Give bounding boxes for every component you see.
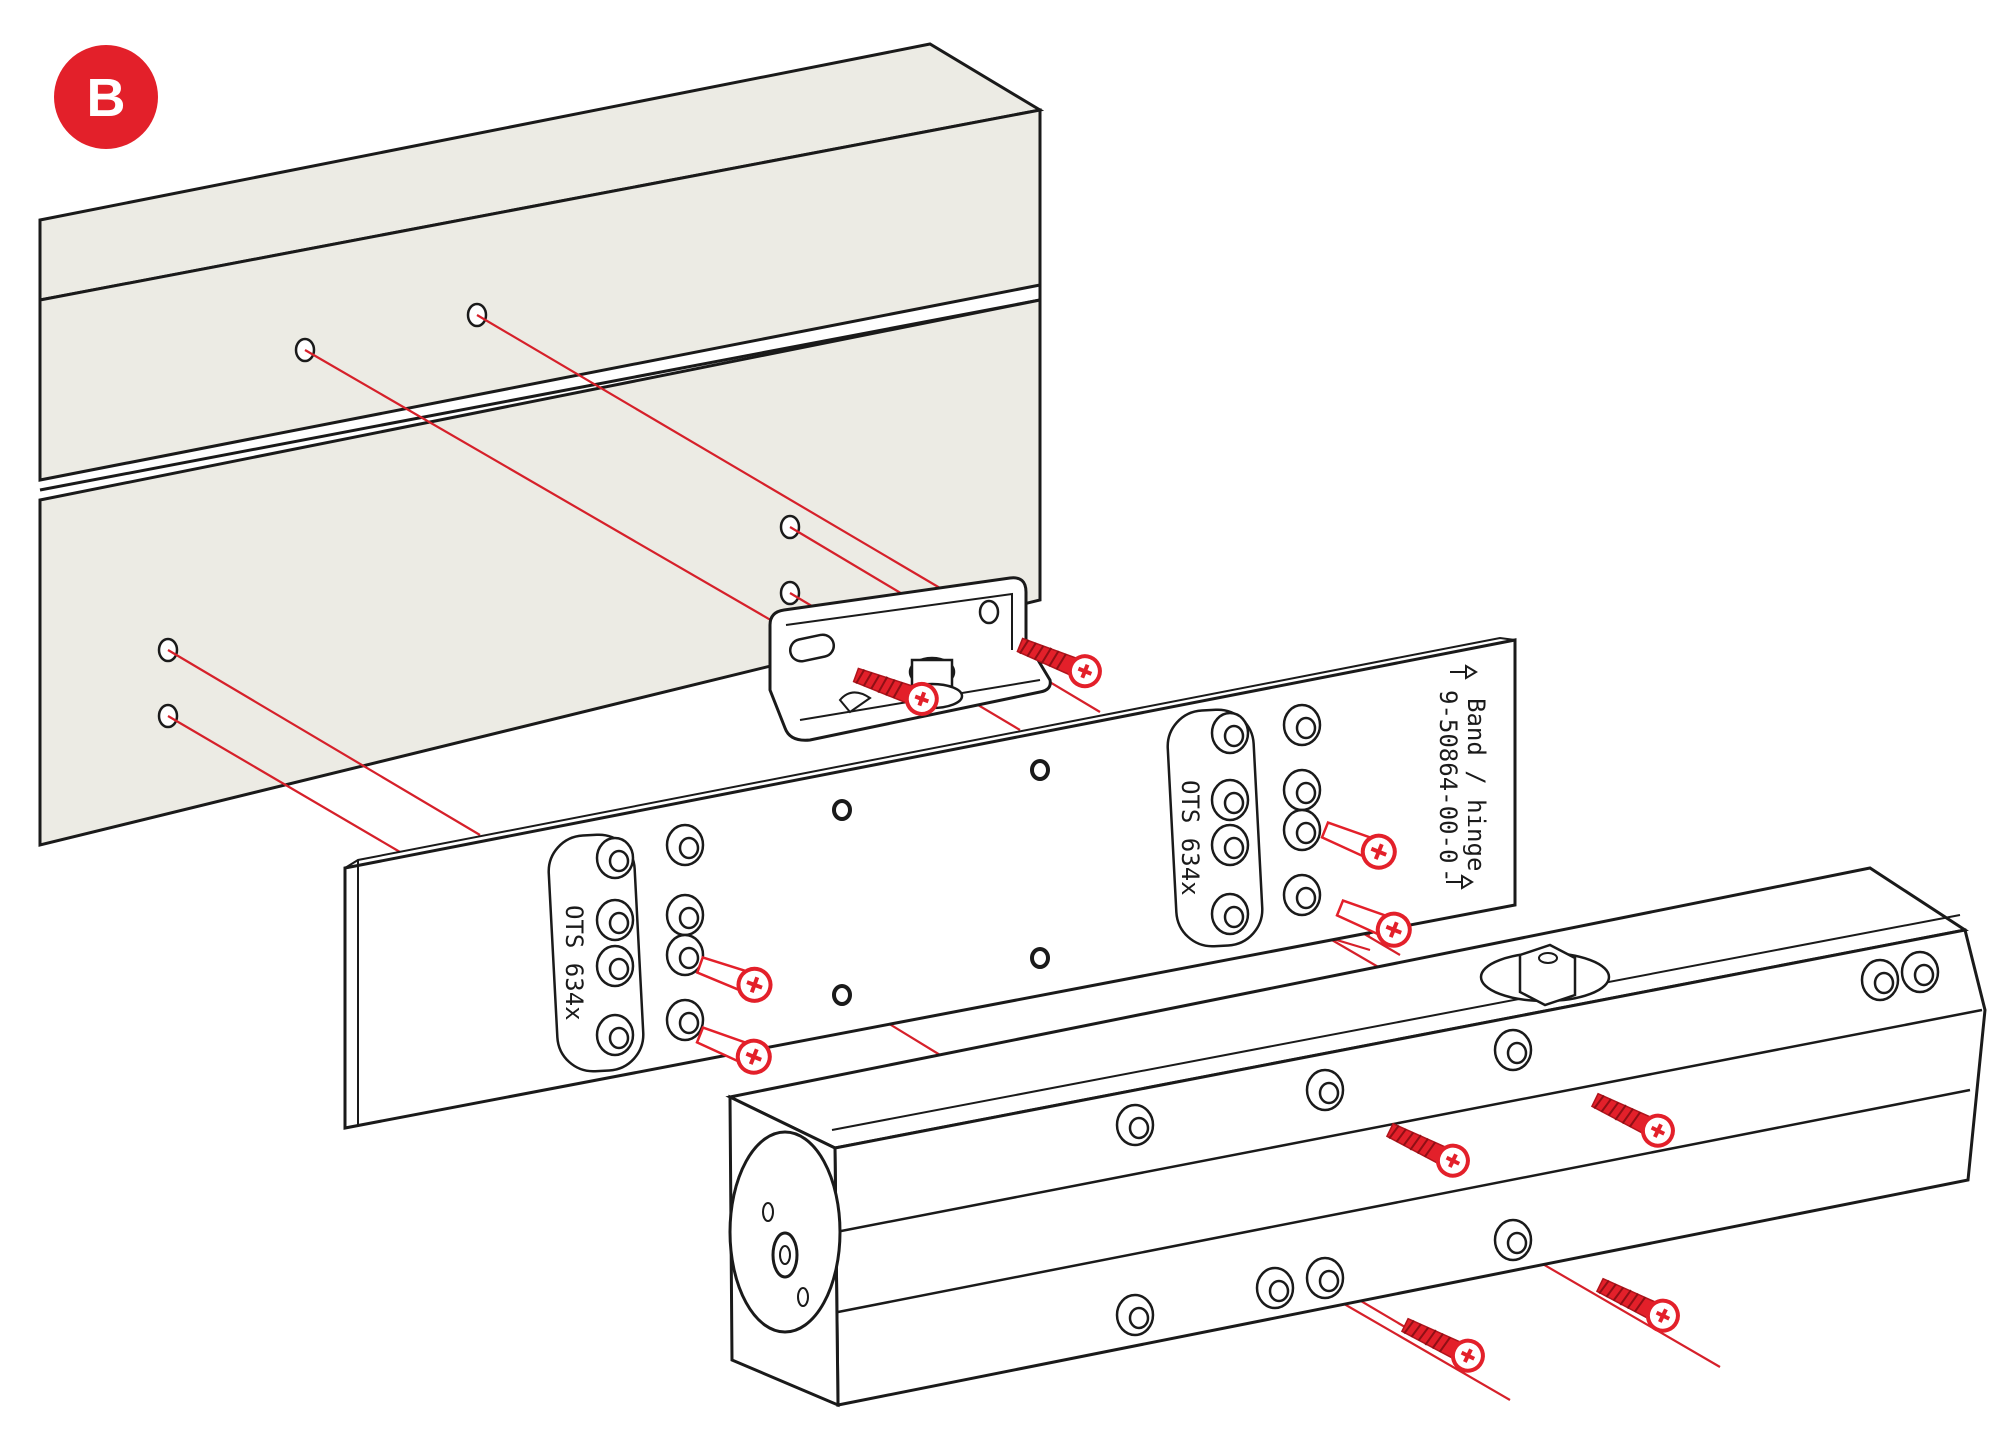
- step-badge-label: B: [87, 68, 126, 128]
- door-frame: [38, 42, 1045, 847]
- svg-text:-: -: [1434, 868, 1462, 882]
- mounting-plate: OTS 634x OTS 634x Band / hinge 9-50864-0…: [343, 636, 1517, 1130]
- hinge-bracket: [768, 576, 1052, 742]
- frame-holes: [157, 302, 801, 729]
- plate-label-left: OTS 634x: [560, 905, 588, 1021]
- plate-edge-line2: 9-50864-00-0: [1434, 690, 1462, 863]
- plate-edge-line1: Band / hinge: [1462, 698, 1490, 871]
- step-badge: B: [54, 45, 158, 149]
- arrow-icon: [1446, 664, 1478, 890]
- plate-label-right: OTS 634x: [1176, 780, 1204, 896]
- door-closer-body: [725, 866, 1987, 1408]
